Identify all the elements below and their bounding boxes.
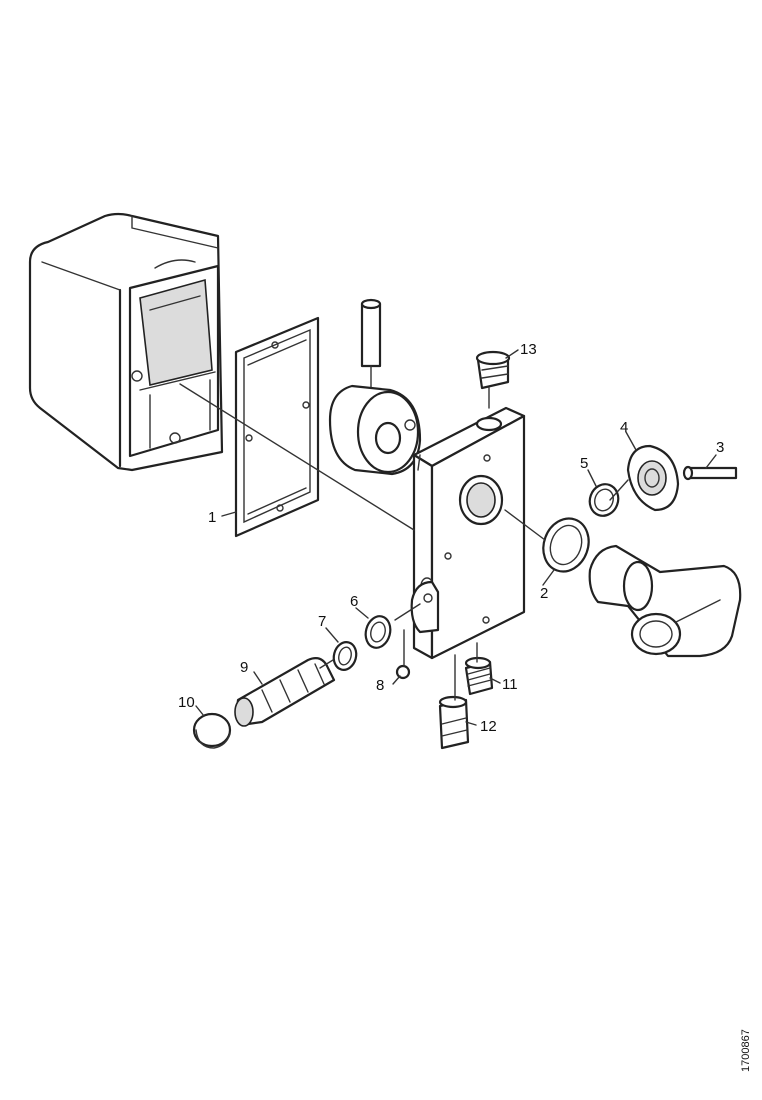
callout-2: 2 bbox=[540, 585, 548, 602]
screw bbox=[682, 465, 738, 481]
pin bbox=[360, 298, 382, 393]
elbow-fitting bbox=[588, 544, 742, 658]
o-ring-small bbox=[588, 483, 620, 517]
callout-9: 9 bbox=[240, 659, 248, 676]
callout-6: 6 bbox=[350, 593, 358, 610]
leader-lines bbox=[195, 349, 717, 726]
o-ring-6 bbox=[364, 615, 392, 649]
callout-4: 4 bbox=[620, 419, 628, 436]
callout-5: 5 bbox=[580, 455, 588, 472]
assembly-lines bbox=[179, 383, 629, 701]
callout-7: 7 bbox=[318, 613, 326, 630]
o-ring-7 bbox=[332, 641, 358, 671]
callout-12: 12 bbox=[480, 718, 497, 735]
callout-11: 11 bbox=[502, 676, 518, 693]
knob-cap bbox=[192, 712, 232, 749]
callout-1: 1 bbox=[208, 509, 216, 526]
coil-ring bbox=[328, 384, 422, 476]
valve-body-block bbox=[412, 406, 526, 660]
gasket-frame bbox=[234, 316, 320, 538]
side-flange bbox=[410, 580, 440, 634]
callout-labels: 1 2 3 4 5 6 7 8 9 10 11 12 13 bbox=[178, 341, 724, 735]
o-ring-large bbox=[542, 517, 590, 573]
drawing-code: 1700867 bbox=[740, 1029, 752, 1072]
callout-8: 8 bbox=[376, 677, 384, 694]
callout-13: 13 bbox=[520, 341, 537, 358]
spring bbox=[464, 656, 494, 696]
connector-flange bbox=[626, 444, 680, 512]
housing-cover bbox=[28, 212, 224, 472]
callout-3: 3 bbox=[716, 439, 724, 456]
callout-10: 10 bbox=[178, 694, 195, 711]
cartridge bbox=[234, 657, 336, 727]
ball bbox=[395, 664, 411, 680]
plug bbox=[475, 350, 511, 390]
nipple bbox=[438, 695, 470, 750]
